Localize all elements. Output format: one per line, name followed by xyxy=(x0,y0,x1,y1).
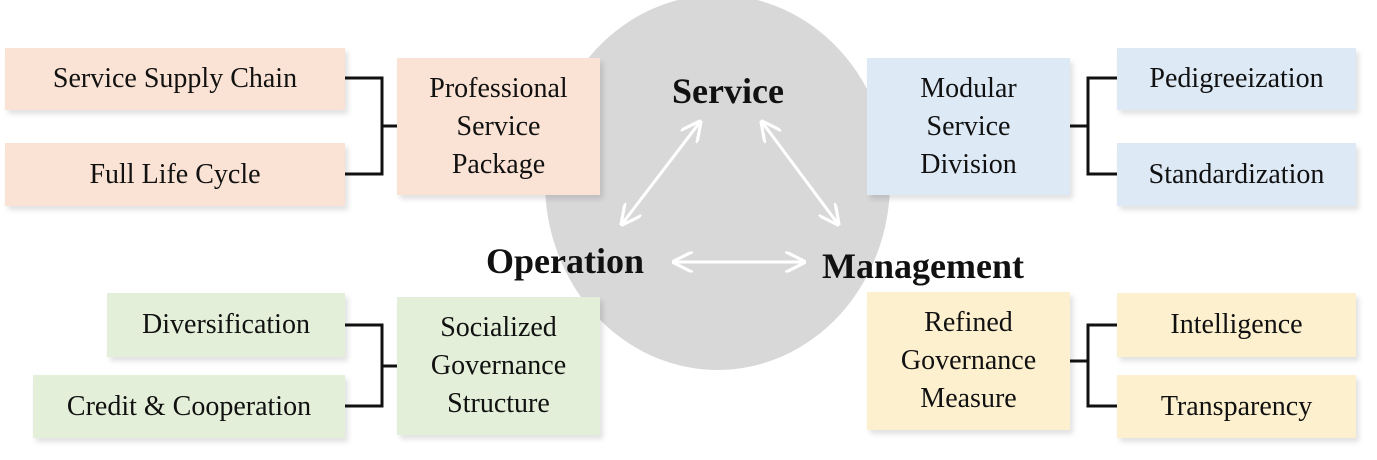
standardization-box: Standardization xyxy=(1117,143,1356,206)
professional-service-package-box: Professional Service Package xyxy=(397,58,600,195)
diversification-box: Diversification xyxy=(107,293,345,357)
transparency-box: Transparency xyxy=(1117,375,1356,438)
modular-service-division-box: Modular Service Division xyxy=(867,58,1070,195)
core-service-label: Service xyxy=(672,71,784,111)
box-line: Service xyxy=(926,110,1011,142)
arrow-service-management xyxy=(762,122,838,224)
box-line: Service xyxy=(456,110,541,142)
box-line: Measure xyxy=(920,383,1017,414)
box-line: Structure xyxy=(447,388,550,419)
box-line: Professional xyxy=(429,72,568,104)
intelligence-box: Intelligence xyxy=(1117,293,1356,357)
pedigreeization-box: Pedigreeization xyxy=(1117,48,1356,110)
box-line: Division xyxy=(920,148,1017,180)
box-line: Package xyxy=(451,148,546,180)
box-line: Governance xyxy=(430,350,567,381)
box-line: Modular xyxy=(920,72,1017,104)
box-line: Socialized xyxy=(440,312,557,343)
refined-governance-measure-box: Refined Governance Measure xyxy=(867,292,1070,430)
credit-cooperation-box: Credit & Cooperation xyxy=(33,375,345,438)
socialized-governance-structure-box: Socialized Governance Structure xyxy=(397,297,600,435)
box-line: Refined xyxy=(924,307,1013,338)
arrow-service-operation xyxy=(622,122,700,224)
full-life-cycle-box: Full Life Cycle xyxy=(5,143,345,206)
service-supply-chain-box: Service Supply Chain xyxy=(5,48,345,110)
core-management-label: Management xyxy=(822,246,1024,286)
box-line: Governance xyxy=(900,345,1037,376)
core-operation-label: Operation xyxy=(486,241,644,281)
bracket-lines xyxy=(345,76,1117,408)
